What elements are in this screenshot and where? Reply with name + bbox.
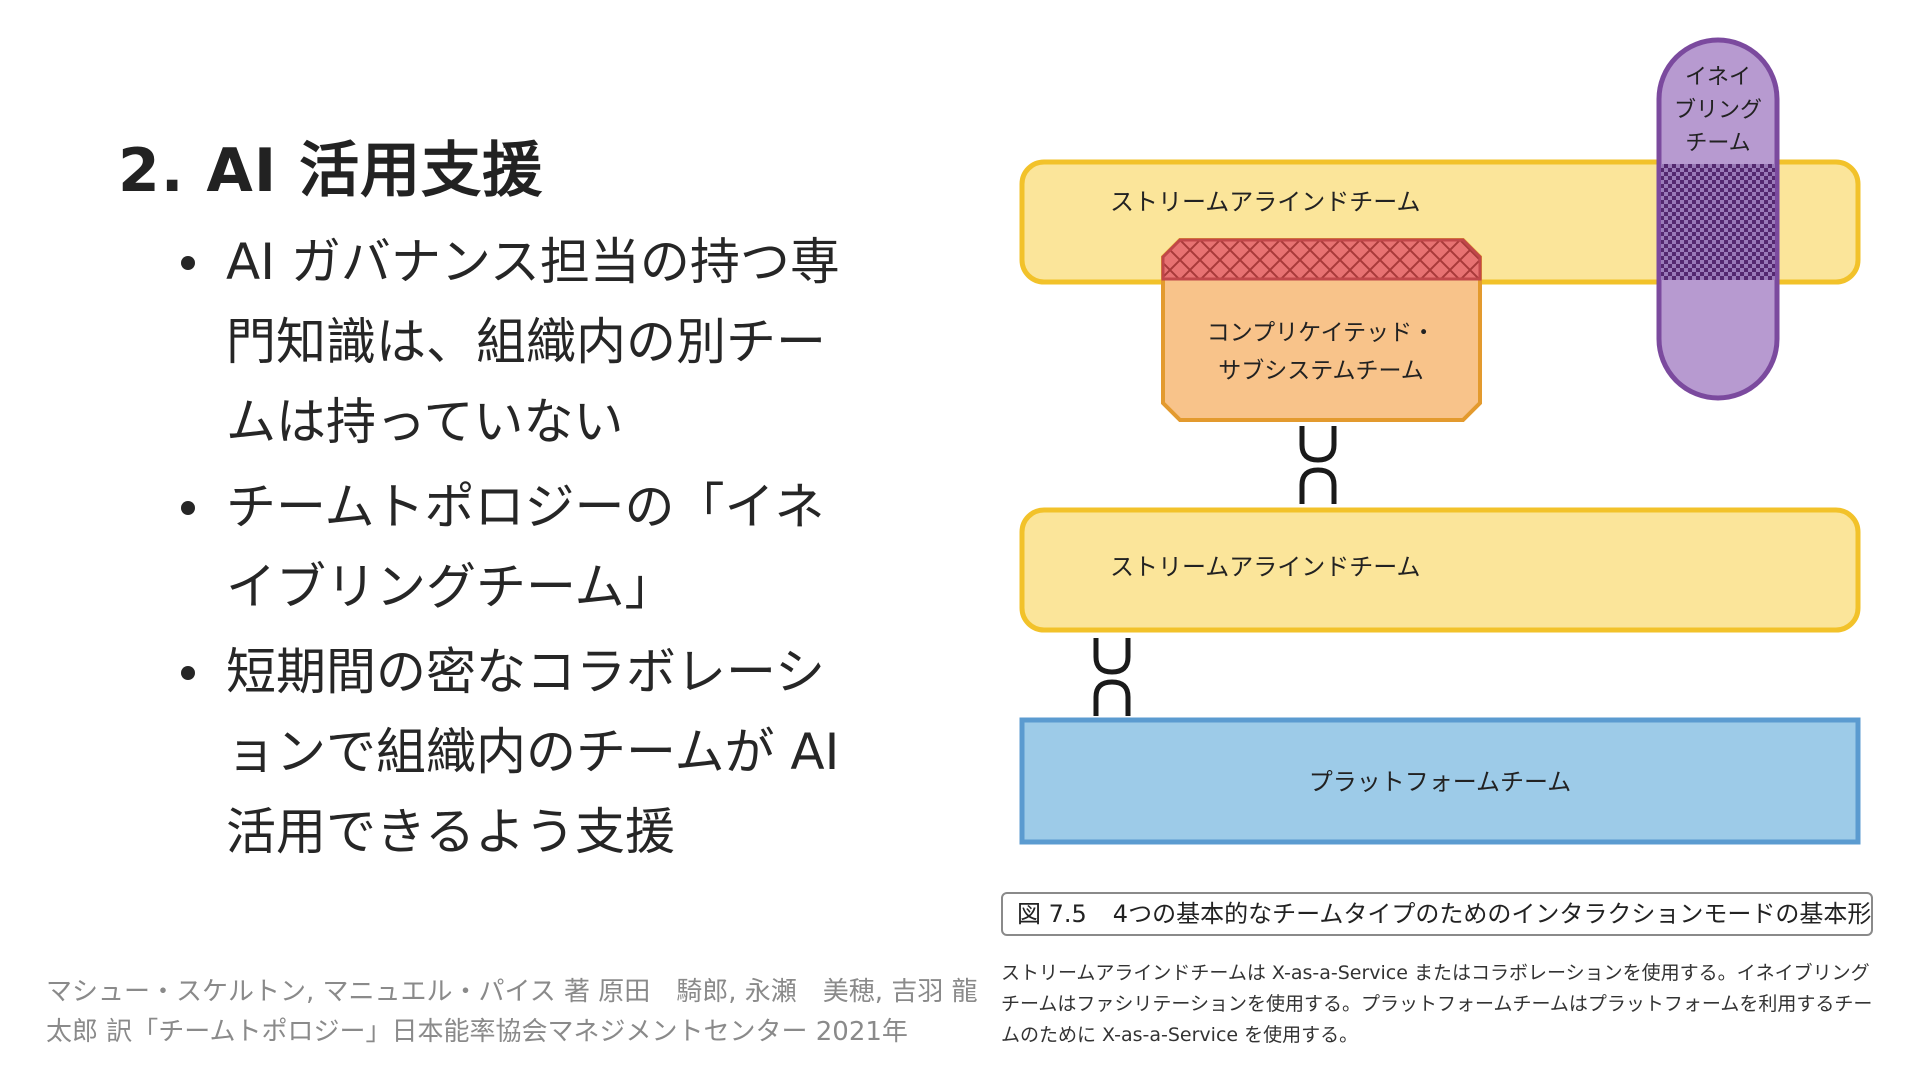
enabling-team-label-line3: チーム (1685, 131, 1750, 156)
xaas-lower-bottom-bracket (1093, 679, 1131, 716)
complicated-subsystem-label-line2: サブシステムチーム (1218, 358, 1424, 384)
facilitation-overlap (1661, 164, 1775, 280)
collaboration-overlap (1161, 238, 1482, 281)
bullet-item: チームトポロジーの「イネイブリングチーム」 (178, 467, 868, 627)
figure-caption: 図 7.5 4つの基本的なチームタイプのためのインタラクションモードの基本形 (1001, 892, 1873, 936)
stream-aligned-team-top-label: ストリームアラインドチーム (1110, 188, 1421, 216)
figure-title: 4つの基本的なチームタイプのためのインタラクションモードの基本形 (1112, 900, 1872, 928)
enabling-team-label-line1: イネイ (1685, 65, 1751, 90)
x-as-a-service-connector-lower (1093, 638, 1131, 716)
enabling-team-label-line2: ブリング (1674, 98, 1762, 123)
bullet-item: AI ガバナンス担当の持つ専門知識は、組織内の別チームは持っていない (178, 222, 868, 462)
xaas-lower-top-bracket (1093, 638, 1131, 675)
platform-team-label: プラットフォームチーム (1309, 768, 1572, 796)
stream-aligned-team-middle (1019, 507, 1861, 633)
slide-title: 2. AI 活用支援 (118, 136, 544, 206)
citation: マシュー・スケルトン, マニュエル・パイス 著 原田 騎郎, 永瀬 美穂, 吉羽… (46, 977, 978, 1047)
figure-description: ストリームアラインドチームは X-as-a-Service またはコラボレーショ… (1001, 962, 1873, 1046)
complicated-subsystem-label-line1: コンプリケイテッド・ (1207, 320, 1435, 346)
stream-aligned-team-middle-label: ストリームアラインドチーム (1110, 553, 1421, 581)
xaas-upper-top-bracket (1299, 426, 1337, 463)
bullet-list: AI ガバナンス担当の持つ専門知識は、組織内の別チームは持っていない チームトポ… (178, 222, 868, 877)
x-as-a-service-connector-upper (1299, 426, 1337, 504)
platform-team (1019, 717, 1861, 845)
figure-number: 図 7.5 (1017, 900, 1087, 928)
bullet-item: 短期間の密なコラボレーションで組織内のチームが AI 活用できるよう支援 (178, 632, 868, 872)
xaas-upper-bottom-bracket (1299, 467, 1337, 504)
